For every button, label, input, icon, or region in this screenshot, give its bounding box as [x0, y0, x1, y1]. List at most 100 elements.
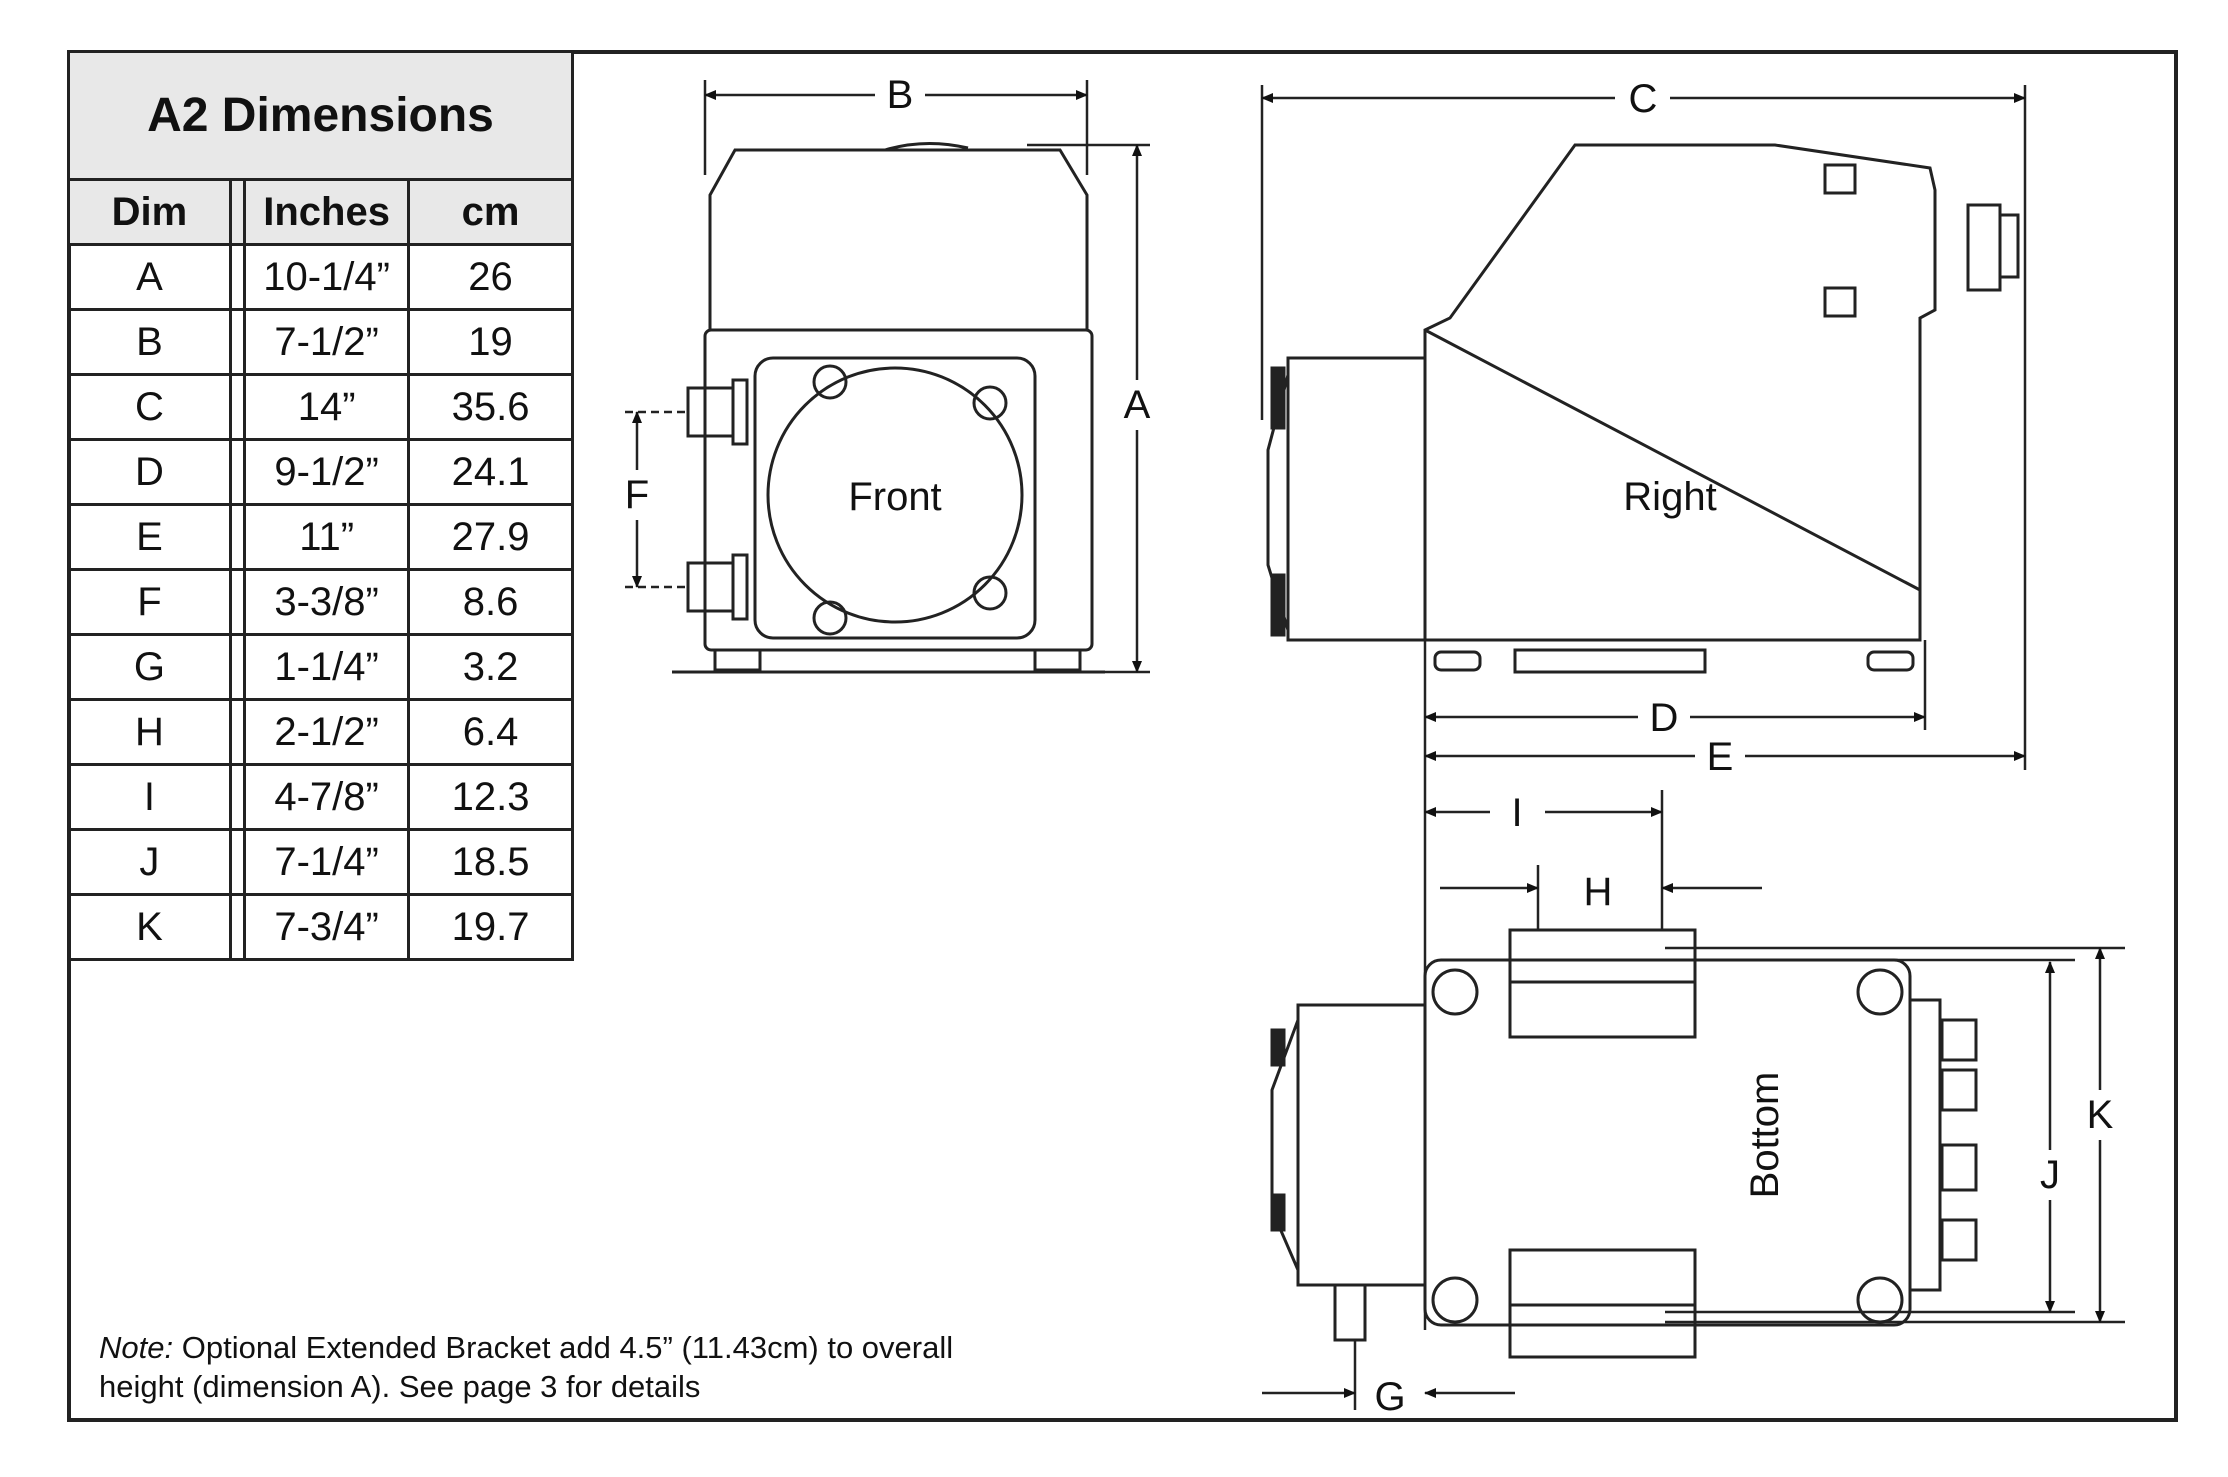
dim-cell: E — [67, 503, 232, 571]
front-lower-housing — [703, 328, 1094, 652]
dim-label-g: G — [1374, 1375, 1405, 1419]
front-pump-circle — [766, 366, 1024, 624]
cm-cell: 8.6 — [407, 568, 574, 636]
right-view — [1266, 143, 2020, 674]
front-foot — [1033, 648, 1082, 672]
note-text: Note: Optional Extended Bracket add 4.5”… — [99, 1328, 1099, 1406]
bottom-hole — [1431, 968, 1479, 1016]
table-title: A2 Dimensions — [67, 50, 574, 181]
dim-cell: G — [67, 633, 232, 701]
cm-cell: 35.6 — [407, 373, 574, 441]
right-fitting-bottom — [1270, 573, 1286, 637]
dim-label-k: K — [2087, 1093, 2114, 1137]
front-top-cap — [884, 142, 969, 152]
front-label: Front — [848, 475, 941, 519]
bottom-fitting — [1270, 1193, 1286, 1232]
right-pump-head — [1286, 356, 1427, 642]
bottom-connector-rail — [1908, 998, 1942, 1292]
right-label: Right — [1623, 475, 1716, 519]
front-fitting-top-collar — [731, 378, 749, 446]
cm-cell: 6.4 — [407, 698, 574, 766]
dimension-lines — [625, 80, 2125, 1410]
dimension-labels: B A F C D E I H J K G — [625, 73, 2114, 1419]
spacer-cell — [228, 698, 247, 766]
header-inches: Inches — [243, 178, 411, 246]
inches-cell: 10-1/4” — [243, 243, 411, 311]
dim-cell: D — [67, 438, 232, 506]
front-bolt — [972, 385, 1008, 421]
right-connector — [1966, 203, 2002, 292]
spacer-cell — [228, 633, 247, 701]
bottom-housing — [1423, 958, 1912, 1327]
right-tab-top — [1823, 163, 1857, 195]
cm-cell: 26 — [407, 243, 574, 311]
front-bolt — [812, 600, 848, 636]
spacer-cell — [228, 893, 247, 961]
front-fitting-bottom-collar — [731, 553, 749, 621]
bottom-connector — [1940, 1018, 1978, 1062]
right-tab-bottom — [1823, 286, 1857, 318]
spacer-cell — [228, 373, 247, 441]
dim-cell: C — [67, 373, 232, 441]
bottom-connector — [1940, 1068, 1978, 1112]
note-line-1: Note: Optional Extended Bracket add 4.5”… — [99, 1328, 1099, 1367]
inches-cell: 4-7/8” — [243, 763, 411, 831]
cm-cell: 3.2 — [407, 633, 574, 701]
spacer-cell — [228, 568, 247, 636]
dim-label-f: F — [625, 473, 649, 517]
spacer-cell — [228, 503, 247, 571]
front-upper-housing — [708, 148, 1089, 330]
header-cm: cm — [407, 178, 574, 246]
note-prefix: Note: — [99, 1330, 174, 1365]
right-foot — [1433, 650, 1482, 672]
dim-label-i: I — [1511, 791, 1522, 835]
cm-cell: 18.5 — [407, 828, 574, 896]
right-fitting-top — [1270, 366, 1286, 430]
bottom-connector — [1940, 1143, 1978, 1192]
front-bolt — [972, 575, 1008, 611]
front-fitting-top — [686, 386, 735, 438]
dim-cell: B — [67, 308, 232, 376]
inches-cell: 7-1/2” — [243, 308, 411, 376]
right-connector-cap — [1998, 213, 2020, 279]
dim-label-j: J — [2040, 1153, 2060, 1197]
dim-label-h: H — [1584, 870, 1613, 914]
bottom-pump-head — [1296, 1003, 1427, 1287]
dim-cell: K — [67, 893, 232, 961]
dim-label-a: A — [1124, 383, 1151, 427]
cm-cell: 27.9 — [407, 503, 574, 571]
inches-cell: 2-1/2” — [243, 698, 411, 766]
inches-cell: 9-1/2” — [243, 438, 411, 506]
inches-cell: 1-1/4” — [243, 633, 411, 701]
front-fitting-bottom — [686, 561, 735, 613]
bottom-hole — [1856, 968, 1904, 1016]
view-labels: Front Right Bottom — [848, 475, 1787, 1198]
bottom-fitting — [1270, 1028, 1286, 1067]
inches-cell: 7-1/4” — [243, 828, 411, 896]
dim-cell: F — [67, 568, 232, 636]
dim-cell: A — [67, 243, 232, 311]
right-foot — [1866, 650, 1915, 672]
inches-cell: 7-3/4” — [243, 893, 411, 961]
bottom-view — [1270, 928, 1978, 1359]
front-foot — [713, 648, 762, 672]
cm-cell: 19.7 — [407, 893, 574, 961]
front-pump-plate — [753, 356, 1037, 640]
note-line-1-text: Optional Extended Bracket add 4.5” (11.4… — [173, 1330, 954, 1365]
right-base-plate — [1513, 648, 1707, 674]
front-view — [672, 142, 1105, 674]
inches-cell: 14” — [243, 373, 411, 441]
bottom-hole — [1856, 1276, 1904, 1324]
bottom-hole — [1431, 1276, 1479, 1324]
cm-cell: 24.1 — [407, 438, 574, 506]
